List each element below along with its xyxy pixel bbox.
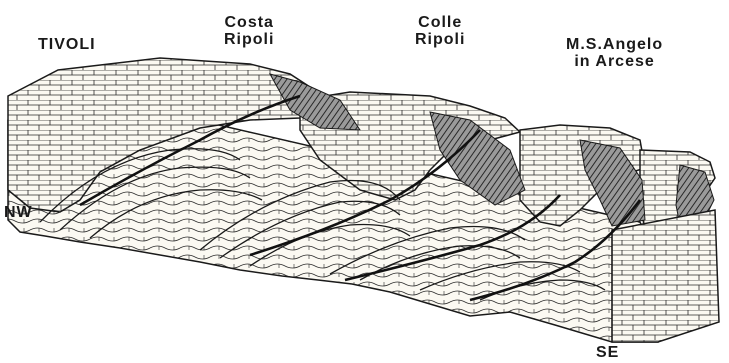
label-colle-ripoli: Colle Ripoli bbox=[415, 14, 465, 48]
label-se: SE bbox=[596, 344, 619, 361]
label-costa-ripoli: Costa Ripoli bbox=[224, 14, 274, 48]
label-angelo-line1: M.S.Angelo bbox=[566, 36, 663, 53]
label-angelo-line2: in Arcese bbox=[566, 53, 663, 70]
label-colle-line1: Colle bbox=[415, 14, 465, 31]
label-tivoli: TIVOLI bbox=[38, 36, 96, 53]
label-costa-line2: Ripoli bbox=[224, 31, 274, 48]
label-ms-angelo: M.S.Angelo in Arcese bbox=[566, 36, 663, 70]
label-nw: NW bbox=[4, 204, 33, 221]
label-colle-line2: Ripoli bbox=[415, 31, 465, 48]
right-side-face bbox=[612, 210, 719, 342]
label-tivoli-text: TIVOLI bbox=[38, 36, 96, 53]
label-se-text: SE bbox=[596, 344, 619, 361]
label-costa-line1: Costa bbox=[224, 14, 274, 31]
label-nw-text: NW bbox=[4, 204, 33, 221]
